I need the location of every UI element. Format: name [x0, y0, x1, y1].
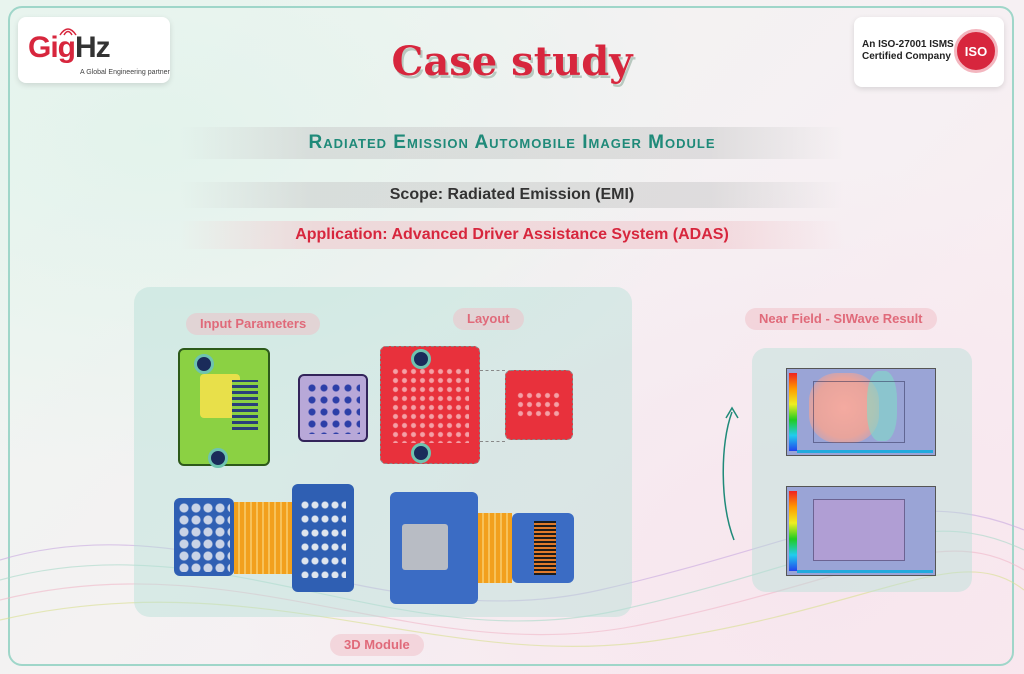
near-field-result-2 [786, 486, 936, 576]
module-3d-flex-cable-2 [478, 513, 512, 583]
module-3d-flex-cable [234, 502, 292, 574]
curved-arrow-icon [722, 406, 739, 541]
logo-brand-rest: Hz [75, 31, 111, 64]
module-3d-component-board [292, 484, 354, 592]
near-field-result-1 [786, 368, 936, 456]
logo-brand-accent: Gig [28, 31, 76, 64]
near-field-label: Near Field - SIWave Result [745, 308, 937, 330]
iso-text: An ISO-27001 ISMS Certified Company [862, 39, 954, 62]
iso-badge: An ISO-27001 ISMS Certified Company ISO [854, 17, 1004, 87]
input-board-purple [298, 374, 368, 442]
layout-board-small [505, 370, 573, 440]
layout-label: Layout [453, 308, 524, 330]
iso-seal-icon: ISO [954, 29, 998, 73]
logo-signal-icon [59, 28, 77, 36]
logo-brand: GigHz [28, 31, 111, 65]
page-frame [8, 6, 1014, 666]
input-board-green [178, 348, 270, 468]
layout-board-large [380, 346, 480, 464]
page-subtitle: Radiated Emission Automobile Imager Modu… [180, 127, 844, 159]
module-3d-label: 3D Module [330, 634, 424, 656]
input-parameters-label: Input Parameters [186, 313, 321, 335]
page-title: Case study [391, 38, 633, 85]
application-text: Application: Advanced Driver Assistance … [180, 221, 844, 249]
layout-connector [480, 370, 505, 442]
module-3d-connector-board-2 [512, 513, 574, 583]
module-3d-imager-board [390, 492, 478, 604]
logo-tagline: A Global Engineering partner [80, 69, 170, 76]
scope-text: Scope: Radiated Emission (EMI) [180, 182, 844, 208]
company-logo: GigHz A Global Engineering partner [18, 17, 170, 83]
module-3d-connector-board [174, 498, 234, 576]
